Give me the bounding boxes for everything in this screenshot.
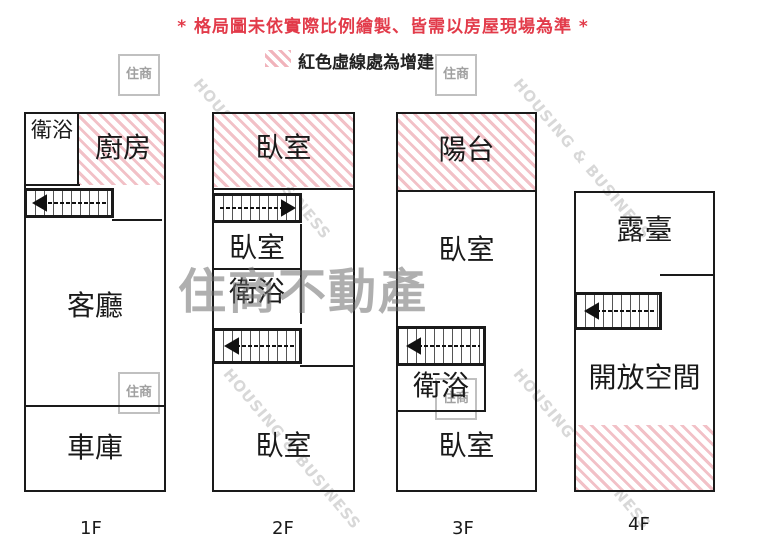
- floor-label: 1F: [80, 518, 102, 539]
- arrow-left-icon: [584, 302, 599, 320]
- floor-label: 3F: [452, 518, 474, 539]
- floor-label: 4F: [628, 514, 650, 535]
- extension-hatch: [214, 113, 353, 187]
- disclaimer-note: * 格局圖未依實際比例繪製、皆需以房屋現場為準 *: [177, 17, 589, 37]
- wall: [24, 184, 80, 186]
- floor-3f-outline: [396, 112, 537, 492]
- room-open-space-label: 開放空間: [588, 361, 701, 394]
- wall: [112, 219, 162, 221]
- room-kitchen-label: 廚房: [94, 131, 151, 164]
- brand-watermark: 住商不動產: [178, 264, 429, 320]
- room-bedroom-label: 臥室: [228, 231, 285, 264]
- wall: [212, 268, 302, 270]
- room-garage-label: 車庫: [66, 431, 123, 464]
- extension-hatch: [576, 425, 713, 491]
- watermark-seal: 住商: [118, 54, 160, 96]
- room-bathroom-label: 衛浴: [31, 118, 73, 142]
- watermark-seal: 住商: [435, 378, 477, 420]
- room-bedroom-label: 臥室: [438, 429, 495, 462]
- watermark-seal: 住商: [118, 372, 160, 414]
- watermark-seal: 住商: [435, 54, 477, 96]
- arrow-left-icon: [32, 194, 47, 212]
- extension-legend-label: 紅色虛線處為增建: [298, 53, 434, 73]
- wall: [660, 274, 715, 276]
- room-bathroom-label: 衛浴: [228, 275, 285, 308]
- extension-hatch: [398, 113, 535, 190]
- arrow-left-icon: [224, 337, 239, 355]
- floor-4f-outline: [574, 191, 715, 492]
- floor-label: 2F: [272, 518, 294, 539]
- wall: [77, 112, 79, 184]
- wall: [484, 326, 486, 410]
- room-bathroom-label: 衛浴: [412, 369, 469, 402]
- room-bedroom-label: 臥室: [438, 233, 495, 266]
- wall: [300, 365, 355, 367]
- wall: [212, 188, 355, 190]
- extension-legend-swatch: [265, 50, 291, 67]
- floor-2f-outline: [212, 112, 355, 492]
- extension-hatch: [78, 113, 164, 185]
- room-balcony-label: 陽台: [438, 133, 495, 166]
- wall: [24, 405, 166, 407]
- room-terrace-label: 露臺: [616, 213, 673, 246]
- wall: [300, 224, 302, 324]
- room-bedroom-label: 臥室: [255, 131, 312, 164]
- room-living-label: 客廳: [66, 289, 123, 322]
- wall: [396, 410, 486, 412]
- floor-1f-outline: [24, 112, 166, 492]
- arrow-left-icon: [406, 337, 421, 355]
- wall: [396, 190, 537, 192]
- room-bedroom-label: 臥室: [255, 429, 312, 462]
- arrow-right-icon: [281, 199, 296, 217]
